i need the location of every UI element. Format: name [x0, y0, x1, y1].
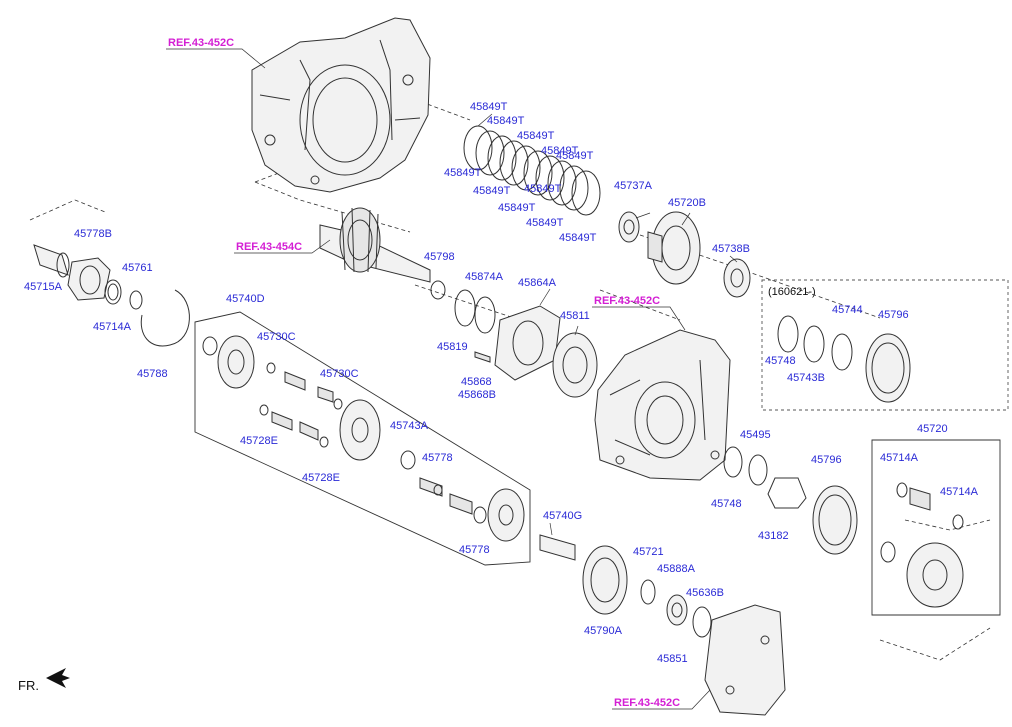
- part-label: 45819: [437, 341, 468, 353]
- part-label: 45744: [832, 304, 863, 316]
- part-label: 45738B: [712, 243, 750, 255]
- part-label: 45849T: [559, 232, 597, 244]
- part-label: 45851: [657, 653, 688, 665]
- part-label: 45864A: [518, 277, 557, 289]
- part-label: 45721: [633, 546, 664, 558]
- differential-assy-box: [871, 439, 1001, 616]
- part-label: 45849T: [541, 145, 579, 157]
- part-label: 45849T: [444, 167, 482, 179]
- part-label: 45788: [137, 368, 168, 380]
- part-label: 45796: [878, 309, 909, 321]
- reference-label: REF.43-452C: [594, 295, 660, 307]
- part-label: 45849T: [517, 130, 555, 142]
- part-label: 45714A: [93, 321, 132, 333]
- part-label: 45849T: [473, 185, 511, 197]
- leader-lines: [166, 48, 738, 710]
- reference-label: REF.43-452C: [168, 37, 234, 49]
- transmission-case-center: [594, 329, 731, 481]
- reference-label: REF.43-454C: [236, 241, 302, 253]
- part-label: 45748: [765, 355, 796, 367]
- part-label: 45778: [459, 544, 490, 556]
- part-label: 45730C: [320, 368, 359, 380]
- part-label: 45778B: [74, 228, 112, 240]
- part-label: 45714A: [940, 486, 979, 498]
- part-label: 45761: [122, 262, 153, 274]
- part-label: 45730C: [257, 331, 296, 343]
- part-label: 45714A: [880, 452, 919, 464]
- part-label: 45874A: [465, 271, 504, 283]
- date-note: (160621-): [768, 286, 816, 298]
- part-label: 45728E: [302, 472, 340, 484]
- transmission-case-top: [251, 17, 431, 193]
- part-labels: 45849T 45849T 45849T 45849T 45849T 45849…: [24, 101, 979, 665]
- part-label: 45888A: [657, 563, 696, 575]
- part-label: 45748: [711, 498, 742, 510]
- output-parts: [539, 534, 786, 716]
- middle-parts: [430, 280, 598, 398]
- part-label: 45715A: [24, 281, 63, 293]
- part-label: 45849T: [556, 150, 594, 162]
- left-parts: [33, 244, 190, 347]
- part-label: 45743A: [390, 420, 429, 432]
- part-label: 45868: [461, 376, 492, 388]
- input-shaft: [319, 207, 431, 283]
- part-label: 45743B: [787, 372, 825, 384]
- part-label: 45720: [917, 423, 948, 435]
- part-label: 45720B: [668, 197, 706, 209]
- part-label: 43182: [758, 530, 789, 542]
- planetary-carrier-box: [194, 311, 531, 566]
- part-label: 45798: [424, 251, 455, 263]
- direction-label: FR.: [18, 678, 39, 693]
- part-label: 45796: [811, 454, 842, 466]
- part-label: 45740D: [226, 293, 265, 305]
- part-label: 45636B: [686, 587, 724, 599]
- part-label: 45849T: [470, 101, 508, 113]
- part-label: 45790A: [584, 625, 623, 637]
- right-lower-parts: [723, 446, 858, 555]
- part-label: 45728E: [240, 435, 278, 447]
- part-label: 45737A: [614, 180, 653, 192]
- part-label: 45495: [740, 429, 771, 441]
- fr-arrow-icon: [46, 668, 70, 688]
- part-label: 45849T: [524, 183, 562, 195]
- part-label: 45740G: [543, 510, 582, 522]
- differential-gear: [618, 211, 751, 298]
- part-label: 45849T: [487, 115, 525, 127]
- reference-label: REF.43-452C: [614, 697, 680, 709]
- part-label: 45778: [422, 452, 453, 464]
- part-label: 45868B: [458, 389, 496, 401]
- part-label: 45849T: [498, 202, 536, 214]
- part-label: 45811: [560, 310, 590, 322]
- revision-box: [761, 279, 1009, 411]
- part-label: 45849T: [526, 217, 564, 229]
